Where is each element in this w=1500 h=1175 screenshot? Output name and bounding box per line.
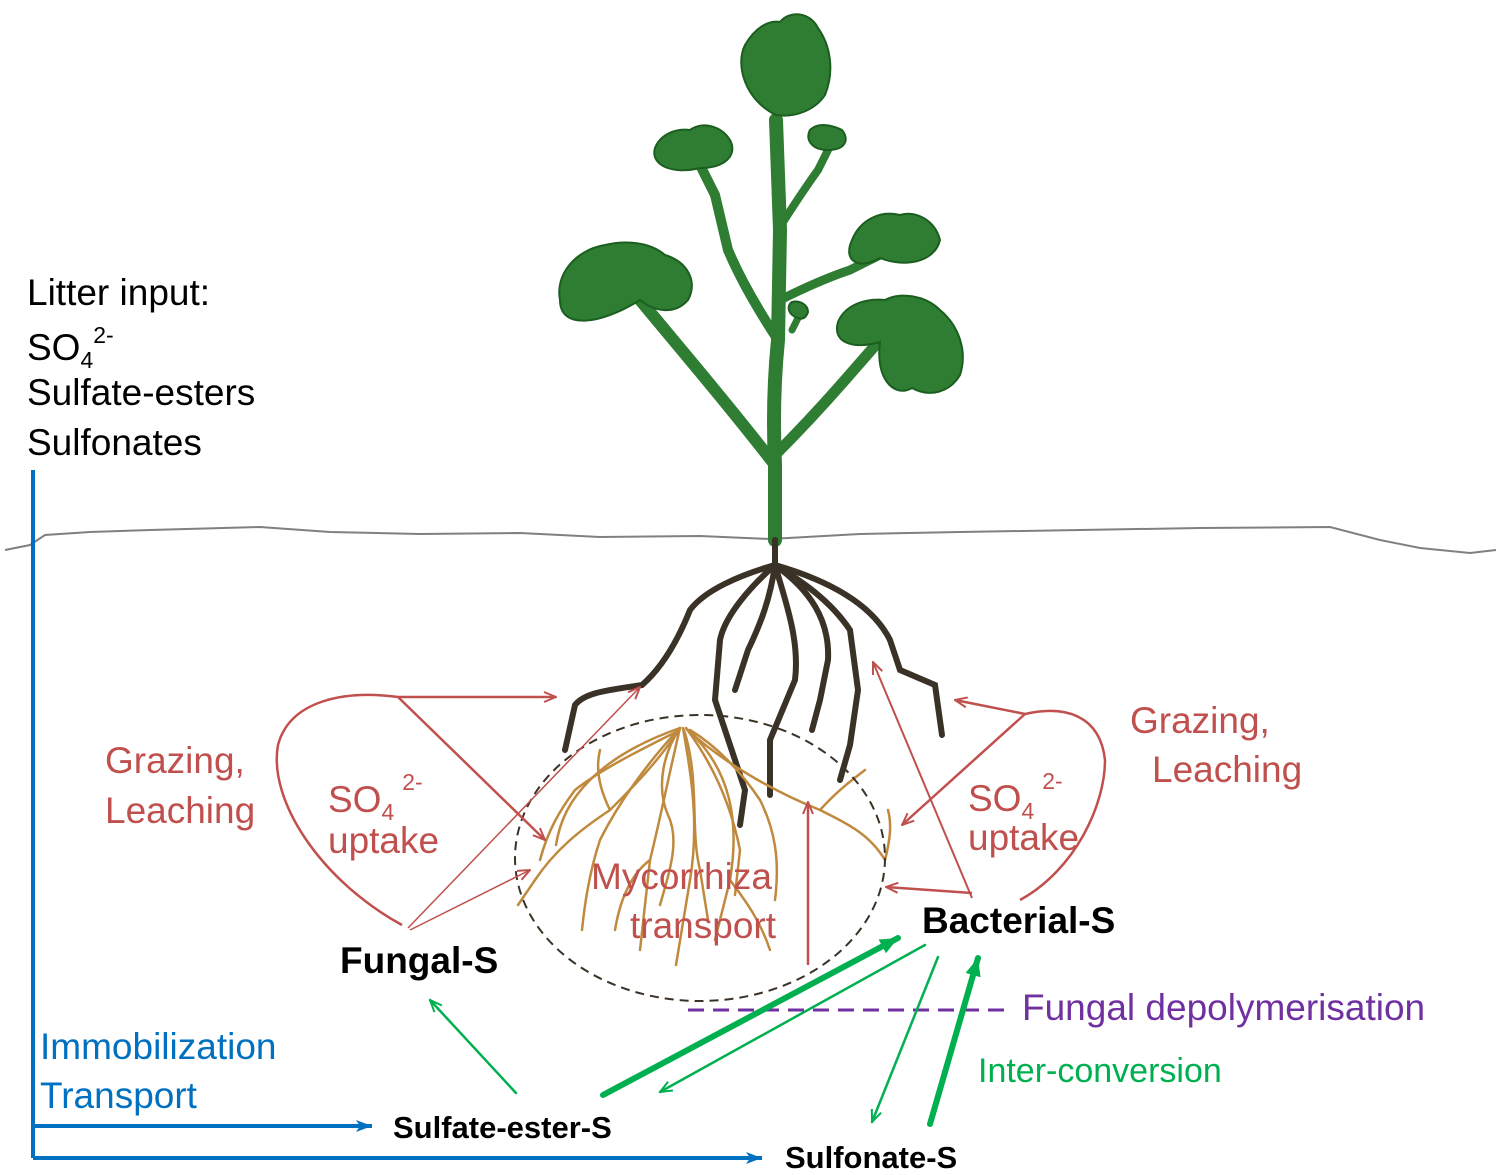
bacterial-to-root-diagonal <box>873 662 973 899</box>
litter-input-sulfate-esters: Sulfate-esters <box>27 372 256 413</box>
leaf-left-large <box>558 241 693 322</box>
right-sulfate-uptake-formula: SO4 2- <box>968 770 1063 823</box>
leaf-tiny-middle <box>787 300 810 320</box>
transport-label: Transport <box>40 1075 197 1116</box>
inter-conversion-arrows <box>430 935 981 1127</box>
litter-input-title: Litter input: <box>27 272 211 313</box>
sulfonate-to-bacterial-thick <box>927 955 981 1127</box>
bacterial-to-sulfonate-thin <box>870 955 940 1122</box>
litter-input-sulfate: SO42- <box>27 324 114 372</box>
right-grazing-label: Grazing, <box>1130 700 1270 741</box>
left-uptake-label: uptake <box>328 820 440 861</box>
mycorrhiza-transport-label: transport <box>630 905 777 946</box>
ester-to-fungal-arrow <box>430 1000 518 1095</box>
sulfate-formula-base: SO <box>328 778 382 820</box>
sulfate-formula-subscript: 4 <box>80 347 94 374</box>
immobilization-transport-arrows <box>31 470 762 1164</box>
plant-shoot <box>558 13 964 547</box>
mycorrhizal-zone-ellipse <box>514 714 886 1002</box>
soil-surface-line <box>4 525 1497 555</box>
bacterial-to-ester-thin <box>660 943 927 1092</box>
bacterial-to-hyphae-horizontal <box>886 887 973 895</box>
left-leaching-label: Leaching <box>105 790 256 831</box>
sulfate-formula-charge: 2- <box>1042 768 1063 794</box>
left-sulfate-uptake-formula: SO4 2- <box>328 771 423 824</box>
leaf-right-upper <box>848 212 942 265</box>
bacterial-s-pool: Bacterial-S <box>922 900 1116 941</box>
fungal-s-pool: Fungal-S <box>340 940 499 981</box>
inter-conversion-label: Inter-conversion <box>978 1052 1222 1090</box>
leaf-upper-left <box>653 124 734 172</box>
fungal-to-hyphae-thin <box>409 870 530 931</box>
right-grazing-loop <box>1019 709 1107 902</box>
arrow-to-mycorrhiza-right <box>902 713 1026 825</box>
sulfate-formula-subscript: 4 <box>381 798 395 825</box>
leaf-top <box>740 13 832 117</box>
arrow-to-mycorrhiza-left <box>397 696 545 840</box>
leaf-upper-right-small <box>807 124 847 152</box>
mycorrhizal-hyphae <box>516 726 892 967</box>
sulfate-formula-charge: 2- <box>93 322 114 348</box>
right-leaching-label: Leaching <box>1152 749 1303 790</box>
right-flux-arrows <box>808 662 1107 965</box>
immobilization-label: Immobilization <box>40 1026 277 1067</box>
litter-input-sulfonates: Sulfonates <box>27 422 202 463</box>
leaf-right-lower <box>835 294 964 394</box>
sulfate-formula-charge: 2- <box>402 769 423 795</box>
mycorrhiza-label: Mycorrhiza <box>591 856 772 897</box>
sulfate-formula-base: SO <box>27 327 81 369</box>
fungal-depolymerisation-label: Fungal depolymerisation <box>1022 987 1426 1028</box>
left-flux-arrows <box>275 687 640 931</box>
left-grazing-label: Grazing, <box>105 740 245 781</box>
sulfate-ester-s-pool: Sulfate-ester-S <box>393 1110 612 1145</box>
sulfate-formula-subscript: 4 <box>1021 797 1035 824</box>
fungal-to-root-thin <box>407 687 640 929</box>
sulfonate-s-pool: Sulfonate-S <box>785 1140 958 1175</box>
sulfate-formula-base: SO <box>968 777 1022 819</box>
right-uptake-label: uptake <box>968 817 1080 858</box>
arrow-to-root-right <box>955 700 1026 716</box>
ester-to-bacterial-thick <box>600 935 901 1098</box>
root-system <box>562 537 945 828</box>
left-grazing-loop <box>275 693 403 927</box>
